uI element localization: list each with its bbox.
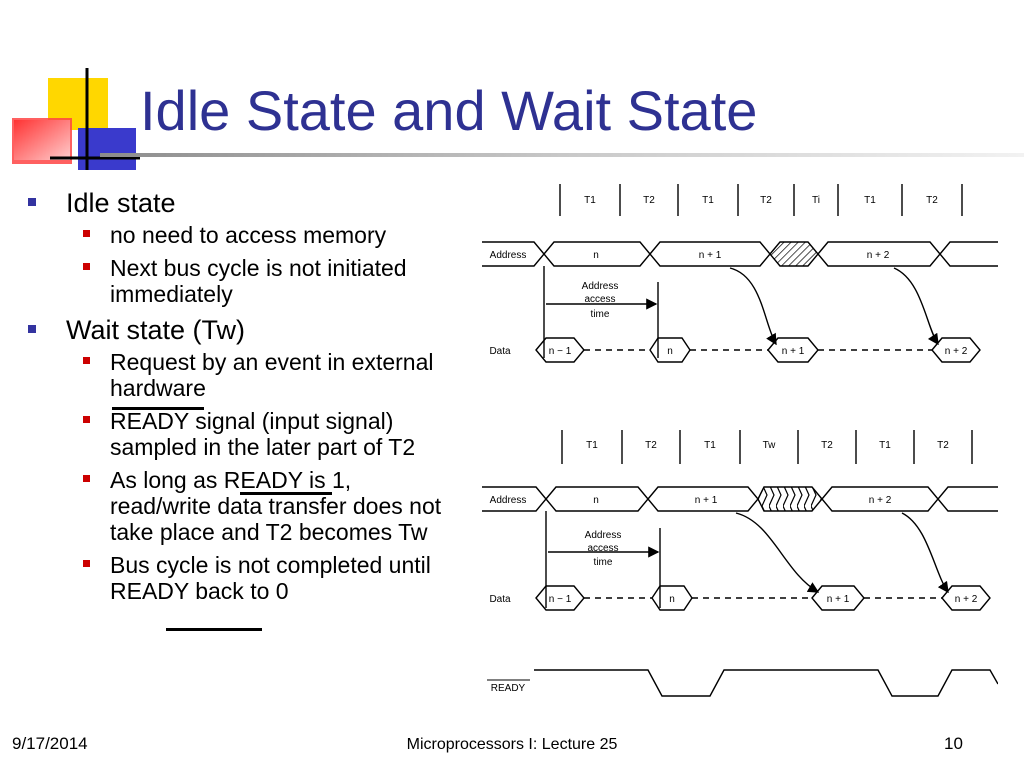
title-divider — [100, 153, 1024, 157]
address-value: n + 1 — [695, 495, 718, 506]
data-value: n − 1 — [549, 346, 572, 357]
timing-diagram: T1 T2 T1 T2 Ti T1 T2 Address Data n n + … — [482, 184, 998, 697]
data-value: n + 2 — [955, 594, 978, 605]
data-value: n + 2 — [945, 346, 968, 357]
access-label: access — [587, 543, 618, 554]
address-value: n + 2 — [869, 495, 892, 506]
signal-label: READY — [491, 683, 526, 694]
state-label: T1 — [702, 195, 714, 206]
sub-bullet: Request by an event in external hardware — [28, 349, 458, 401]
address-value: n + 1 — [699, 250, 722, 261]
signal-label: Address — [490, 495, 527, 506]
bullet-idle-state: Idle state — [28, 188, 458, 218]
footer-date: 9/17/2014 — [12, 734, 88, 753]
data-value: n — [667, 346, 673, 357]
handwritten-mark — [240, 492, 332, 495]
address-value: n + 2 — [867, 250, 890, 261]
bullet-wait-state: Wait state (Tw) — [28, 315, 458, 345]
state-label: Ti — [812, 195, 820, 206]
square-bullet-icon — [83, 560, 90, 567]
footer-title: Microprocessors I: Lecture 25 — [406, 736, 618, 753]
state-label: T2 — [645, 440, 657, 451]
state-label: T1 — [584, 195, 596, 206]
signal-label: Data — [489, 346, 511, 357]
square-bullet-icon — [83, 357, 90, 364]
state-label: T1 — [704, 440, 716, 451]
state-label: T1 — [864, 195, 876, 206]
access-label: Address — [582, 281, 619, 292]
state-label: T2 — [821, 440, 833, 451]
timing-diagram-bottom — [482, 430, 998, 697]
square-bullet-icon — [83, 230, 90, 237]
state-label: T2 — [643, 195, 655, 206]
idle-sub-list: no need to access memory Next bus cycle … — [28, 222, 458, 307]
handwritten-mark — [112, 407, 204, 410]
signal-label: Data — [489, 594, 511, 605]
access-label: Address — [585, 530, 622, 541]
access-label: time — [594, 557, 613, 568]
data-value: n − 1 — [549, 594, 572, 605]
state-label: Tw — [763, 440, 777, 451]
page-number: 10 — [944, 734, 963, 753]
wait-sub-list: Request by an event in external hardware… — [28, 349, 458, 604]
signal-label: Address — [490, 250, 527, 261]
square-bullet-icon — [83, 475, 90, 482]
state-label: T2 — [760, 195, 772, 206]
address-value: n — [593, 250, 599, 261]
sub-bullet: Next bus cycle is not initiated immediat… — [28, 255, 458, 307]
state-label: T2 — [926, 195, 938, 206]
square-bullet-icon — [83, 416, 90, 423]
sub-bullet: As long as READY is 1, read/write data t… — [28, 467, 458, 545]
state-label: T1 — [879, 440, 891, 451]
address-value: n — [593, 495, 599, 506]
timing-diagram-top — [482, 184, 998, 363]
sub-bullet: Bus cycle is not completed until READY b… — [28, 552, 458, 604]
bullet-list: Idle state no need to access memory Next… — [28, 188, 458, 612]
data-value: n + 1 — [782, 346, 805, 357]
timing-top-labels: T1 T2 T1 T2 Ti T1 T2 Address Data n n + … — [489, 195, 967, 357]
slide-title: Idle State and Wait State — [140, 79, 758, 142]
data-value: n + 1 — [827, 594, 850, 605]
square-bullet-icon — [28, 198, 36, 206]
decorative-logo-icon — [12, 68, 140, 170]
square-bullet-icon — [28, 325, 36, 333]
square-bullet-icon — [83, 263, 90, 270]
access-label: time — [591, 309, 610, 320]
access-label: access — [584, 294, 615, 305]
handwritten-mark — [166, 628, 262, 631]
state-label: T1 — [586, 440, 598, 451]
state-label: T2 — [937, 440, 949, 451]
sub-bullet: READY signal (input signal) sampled in t… — [28, 408, 458, 460]
timing-bottom-labels: T1 T2 T1 Tw T2 T1 T2 Address Data READY … — [489, 440, 977, 694]
sub-bullet: no need to access memory — [28, 222, 458, 248]
data-value: n — [669, 594, 675, 605]
